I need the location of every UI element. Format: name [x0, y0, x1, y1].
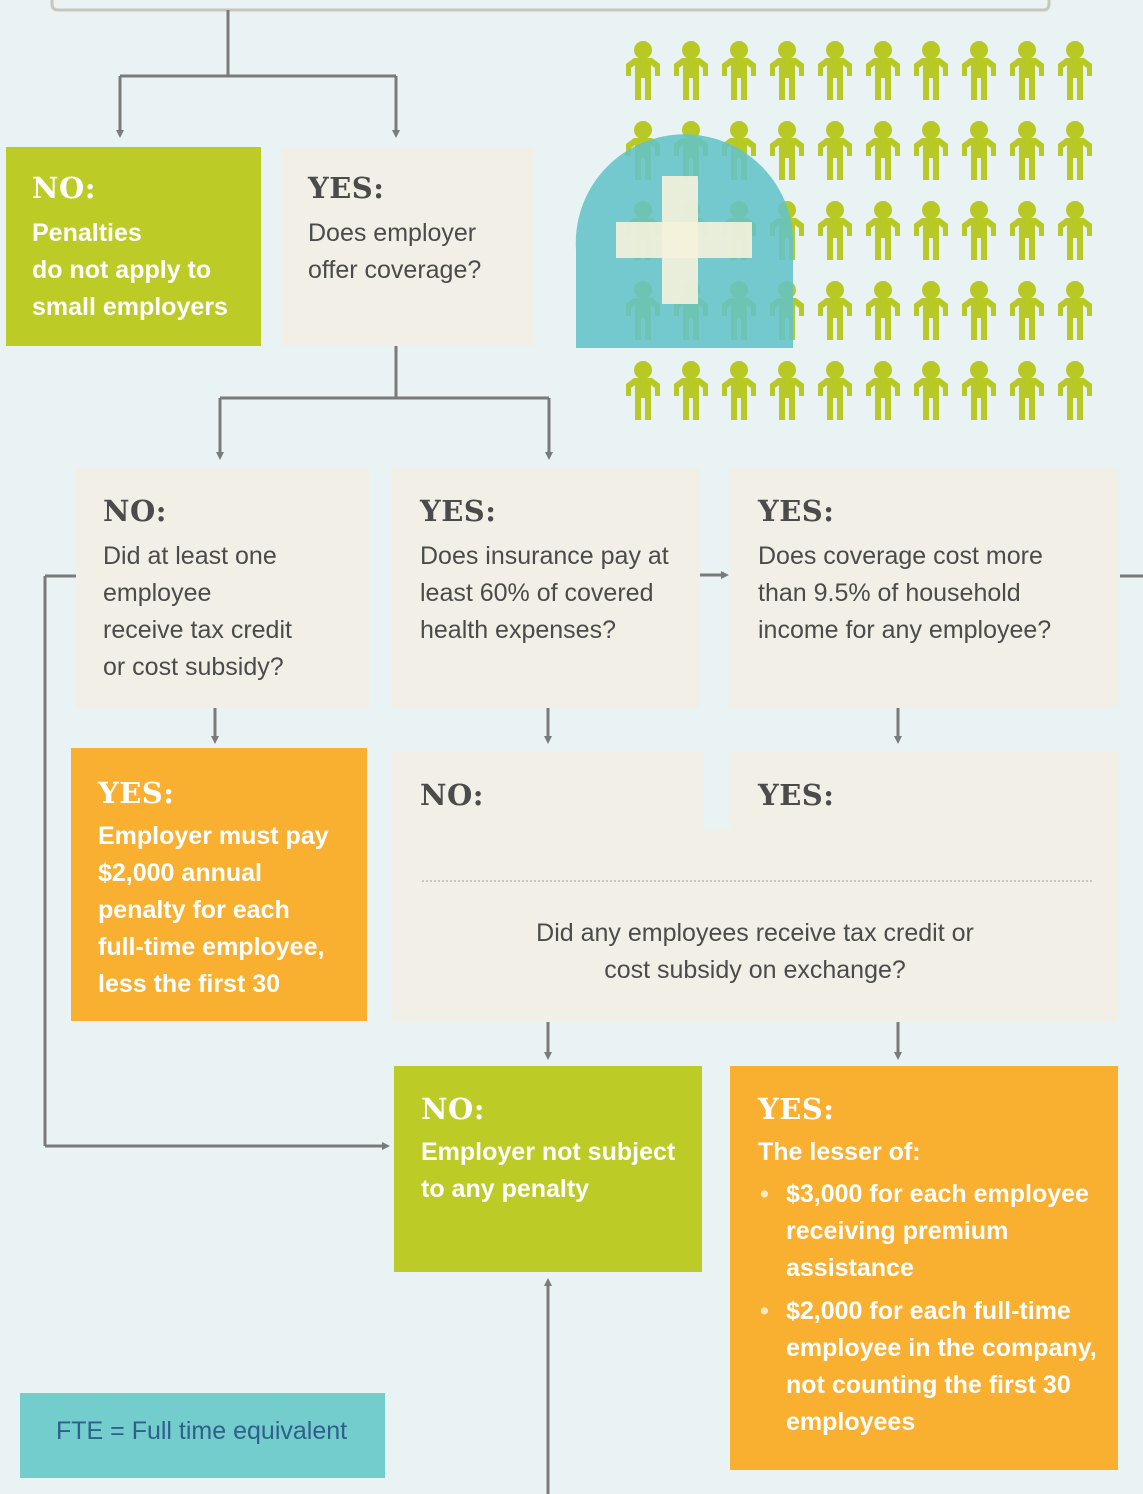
exchange-no-tab: NO:	[392, 752, 704, 832]
person-icon	[866, 361, 900, 420]
person-icon	[962, 281, 996, 340]
yes-60pct-box: YES: Does insurance pay at least 60% of …	[392, 468, 700, 708]
person-icon	[818, 281, 852, 340]
dotted-divider	[422, 880, 1092, 882]
person-icon	[1010, 361, 1044, 420]
person-icon	[674, 41, 708, 100]
yes-9-5pct-text: Does coverage cost more than 9.5% of hou…	[758, 542, 1052, 644]
yes-60pct-text: Does insurance pay at least 60% of cover…	[420, 542, 669, 644]
no-penalty-heading: NO:	[421, 1092, 485, 1126]
no-small-heading: NO:	[32, 171, 96, 205]
exchange-question-text: Did any employees receive tax credit or …	[536, 919, 974, 984]
person-icon	[722, 41, 756, 100]
yes-lesser-bullets: $3,000 for each employee receiving premi…	[758, 1176, 1098, 1441]
yes-lesser-heading: YES:	[758, 1092, 835, 1126]
person-icon	[1010, 41, 1044, 100]
person-icon	[962, 121, 996, 180]
exchange-yes-tab: YES:	[730, 752, 1118, 832]
no-tax-credit-box: NO: Did at least one employee receive ta…	[76, 468, 370, 708]
yes-2000-text: Employer must pay $2,000 annual penalty …	[98, 822, 329, 998]
no-small-text: Penalties do not apply to small employer…	[32, 219, 228, 321]
yes-lesser-intro: The lesser of:	[758, 1138, 921, 1166]
person-icon	[914, 201, 948, 260]
person-icon	[818, 361, 852, 420]
person-icon	[722, 361, 756, 420]
person-icon	[962, 201, 996, 260]
exchange-no-heading: NO:	[420, 778, 484, 812]
person-icon	[866, 121, 900, 180]
yes-lesser-box: YES: The lesser of: $3,000 for each empl…	[730, 1066, 1118, 1470]
person-icon	[1058, 41, 1092, 100]
person-icon	[914, 41, 948, 100]
person-icon	[626, 361, 660, 420]
medical-cross-icon	[575, 134, 793, 348]
person-icon	[962, 41, 996, 100]
bullet-2000: $2,000 for each full-time employee in th…	[758, 1293, 1098, 1441]
person-icon	[770, 41, 804, 100]
person-icon	[914, 121, 948, 180]
person-icon	[1058, 201, 1092, 260]
fte-legend-text: FTE = Full time equivalent	[56, 1417, 348, 1445]
yes-2000-penalty-box: YES: Employer must pay $2,000 annual pen…	[71, 748, 367, 1021]
exchange-yes-heading: YES:	[758, 778, 835, 812]
person-icon	[1058, 121, 1092, 180]
no-tax-credit-text: Did at least one employee receive tax cr…	[103, 542, 292, 681]
person-icon	[1010, 281, 1044, 340]
no-tax-credit-heading: NO:	[103, 494, 167, 528]
person-icon	[1010, 201, 1044, 260]
person-icon	[818, 121, 852, 180]
person-icon	[674, 361, 708, 420]
yes-offer-text: Does employer offer coverage?	[308, 219, 482, 284]
person-icon	[866, 41, 900, 100]
fte-legend: FTE = Full time equivalent	[20, 1393, 385, 1478]
person-icon	[914, 281, 948, 340]
person-icon	[770, 361, 804, 420]
person-icon	[1058, 361, 1092, 420]
yes-60pct-heading: YES:	[420, 494, 497, 528]
person-icon	[866, 201, 900, 260]
person-icon	[818, 201, 852, 260]
yes-9-5pct-box: YES: Does coverage cost more than 9.5% o…	[730, 468, 1118, 708]
person-icon	[770, 121, 804, 180]
yes-9-5pct-heading: YES:	[758, 494, 835, 528]
yes-offer-heading: YES:	[308, 171, 385, 205]
person-icon	[914, 361, 948, 420]
yes-2000-heading: YES:	[98, 776, 175, 810]
person-icon	[1058, 281, 1092, 340]
no-small-employer-box: NO: Penalties do not apply to small empl…	[6, 147, 261, 346]
person-icon	[818, 41, 852, 100]
no-penalty-box: NO: Employer not subject to any penalty	[394, 1066, 702, 1272]
exchange-question-box	[392, 830, 1118, 1021]
person-icon	[626, 41, 660, 100]
person-icon	[866, 281, 900, 340]
bullet-3000: $3,000 for each employee receiving premi…	[758, 1176, 1098, 1287]
person-icon	[1010, 121, 1044, 180]
yes-offer-coverage-box: YES: Does employer offer coverage?	[281, 147, 533, 346]
no-penalty-text: Employer not subject to any penalty	[421, 1138, 676, 1203]
person-icon	[962, 361, 996, 420]
